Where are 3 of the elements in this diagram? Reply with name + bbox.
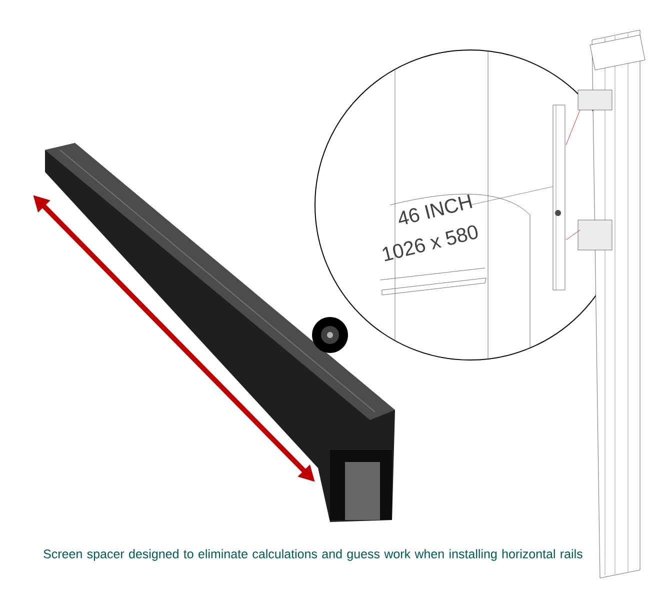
caption: Screen spacer designed to eliminate calculations and guess work when installing horizontal rails <box>44 549 582 561</box>
size-label: 1026 x 580 <box>382 225 478 262</box>
size-label: 46 INCH <box>398 194 472 224</box>
